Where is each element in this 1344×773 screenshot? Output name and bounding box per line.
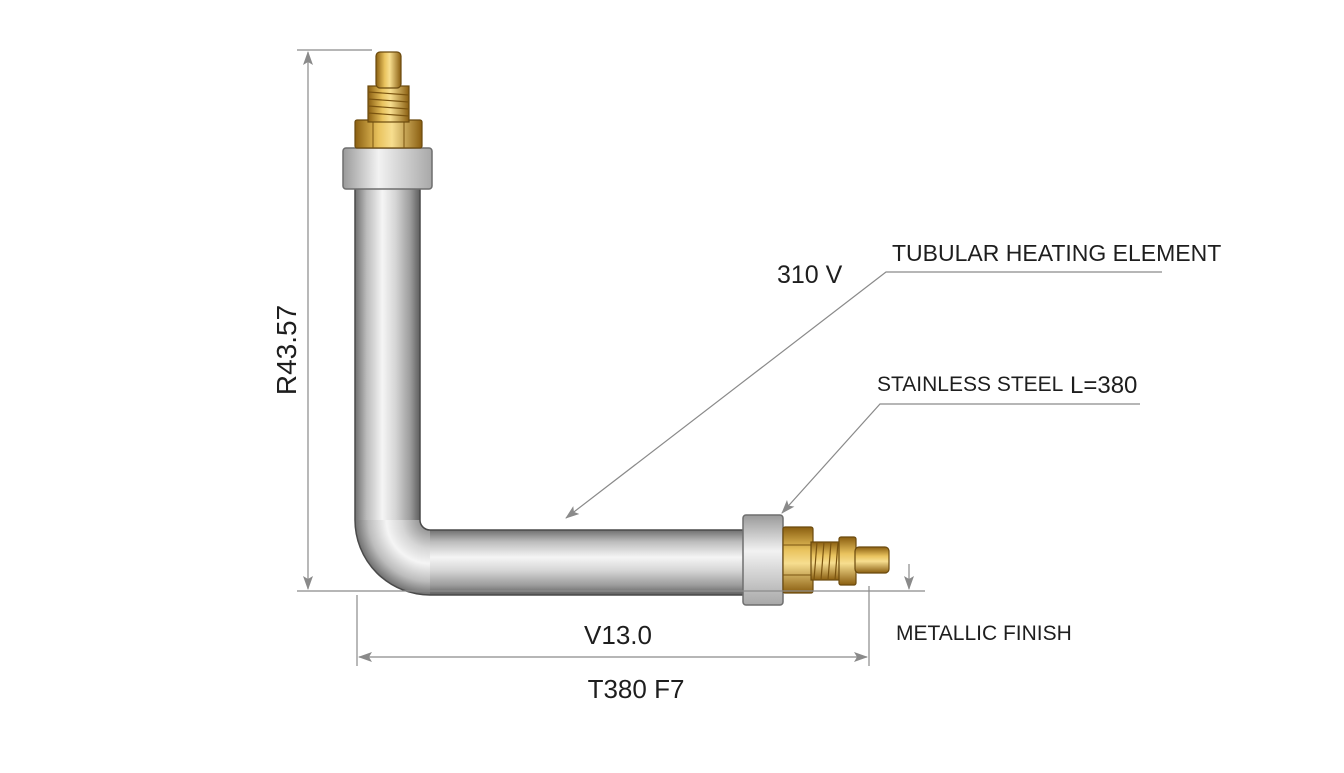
part-code-label: T380 F7 — [588, 674, 685, 704]
top-terminal-assembly — [342, 51, 433, 190]
material-label: STAINLESS STEEL — [877, 373, 1063, 396]
tube-vertical-segment — [355, 186, 420, 520]
brass-pin-top — [375, 51, 402, 89]
brass-nut-right-small — [838, 536, 857, 586]
brass-pin-right — [854, 546, 890, 574]
vertical-dimension-label: R43.57 — [271, 305, 302, 395]
element-title-label: TUBULAR HEATING ELEMENT — [892, 240, 1221, 266]
tubular-heating-element — [354, 186, 748, 596]
length-spec-label: L=380 — [1070, 372, 1137, 399]
leader-heating-element — [565, 271, 1162, 519]
tube-horizontal-segment — [430, 530, 748, 595]
right-terminal-assembly — [742, 514, 890, 606]
leader-stainless-steel — [781, 403, 1140, 514]
brass-nut-right-large — [782, 526, 814, 594]
tube-bend — [355, 520, 430, 595]
dimension-lines — [297, 49, 1162, 666]
finish-label: METALLIC FINISH — [896, 622, 1072, 645]
ceramic-collar-top — [342, 147, 433, 190]
brass-thread-top — [367, 85, 410, 123]
brass-nut-top-large — [354, 119, 423, 149]
tube-outline — [354, 186, 748, 596]
horizontal-dimension-label: V13.0 — [584, 620, 652, 650]
voltage-label: 310 V — [777, 261, 843, 289]
